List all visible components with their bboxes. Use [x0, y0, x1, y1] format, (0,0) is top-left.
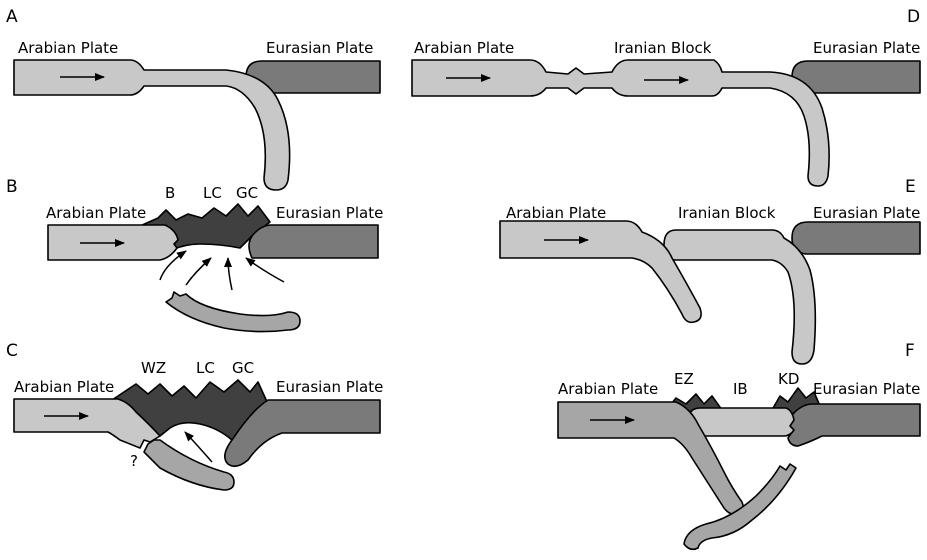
panel-a-arabian-label: Arabian Plate	[18, 39, 118, 57]
panel-c-mark-gc: GC	[232, 359, 254, 377]
panel-f-arabian-label: Arabian Plate	[558, 380, 658, 398]
panel-c-mark-lc: LC	[196, 359, 215, 377]
panel-b-eurasian-label: Eurasian Plate	[276, 204, 383, 222]
panel-b-flow-arrow	[228, 258, 232, 290]
panel-b-arabian-label: Arabian Plate	[46, 204, 146, 222]
panel-e-letter: E	[905, 177, 916, 197]
panel-a: A Arabian Plate Eurasian Plate	[6, 7, 380, 190]
panel-f: F Arabian Plate Eurasian Plate EZ IB KD	[558, 341, 920, 549]
panel-b: B Arabian Plate Eurasian Plate B LC GC	[6, 177, 383, 332]
panel-d-arabian-label: Arabian Plate	[414, 39, 514, 57]
panel-c-arabian-label: Arabian Plate	[14, 378, 114, 396]
panel-f-letter: F	[905, 341, 915, 361]
panel-b-eurasian-plate	[249, 225, 378, 258]
panel-c-mark-wz: WZ	[141, 359, 166, 377]
panel-a-letter: A	[6, 7, 18, 27]
panel-a-eurasian-label: Eurasian Plate	[266, 39, 373, 57]
panel-c-eurasian-label: Eurasian Plate	[276, 378, 383, 396]
panel-e-eurasian-label: Eurasian Plate	[813, 204, 920, 222]
panel-f-iranian-block	[688, 408, 794, 436]
panel-b-detached-slab	[166, 292, 300, 332]
panel-c-question-mark: ?	[130, 452, 138, 470]
panel-e-eurasian-plate	[792, 222, 920, 254]
panel-f-mark-ez: EZ	[674, 370, 694, 388]
panel-d-letter: D	[907, 7, 920, 27]
panel-b-mark-gc: GC	[236, 184, 258, 202]
panel-d-arabian-iranian-plate	[412, 60, 829, 186]
panel-e: E Arabian Plate Iranian Block Eurasian P…	[500, 177, 920, 364]
panel-f-mark-ib: IB	[733, 380, 748, 398]
panel-c-slab	[144, 440, 234, 490]
panel-c: C Arabian Plate Eurasian Plate WZ LC GC …	[6, 341, 383, 490]
panel-b-mark-lc: LC	[203, 184, 222, 202]
panel-f-eurasian-label: Eurasian Plate	[813, 380, 920, 398]
panel-e-arabian-label: Arabian Plate	[506, 204, 606, 222]
panel-b-flow-arrow	[186, 258, 211, 285]
panel-b-mark-b: B	[165, 184, 175, 202]
panel-d: D Arabian Plate Iranian Block Eurasian P…	[412, 7, 920, 186]
panel-d-eurasian-label: Eurasian Plate	[813, 39, 920, 57]
panel-f-mark-kd: KD	[778, 370, 799, 388]
panel-a-arabian-plate	[14, 60, 290, 190]
panel-d-iranian-label: Iranian Block	[614, 39, 712, 57]
panel-e-iranian-label: Iranian Block	[678, 204, 776, 222]
panel-c-letter: C	[6, 341, 18, 361]
panel-b-flow-arrow	[246, 258, 284, 282]
panel-f-eurasian-plate	[788, 404, 920, 446]
panel-b-letter: B	[6, 177, 18, 197]
